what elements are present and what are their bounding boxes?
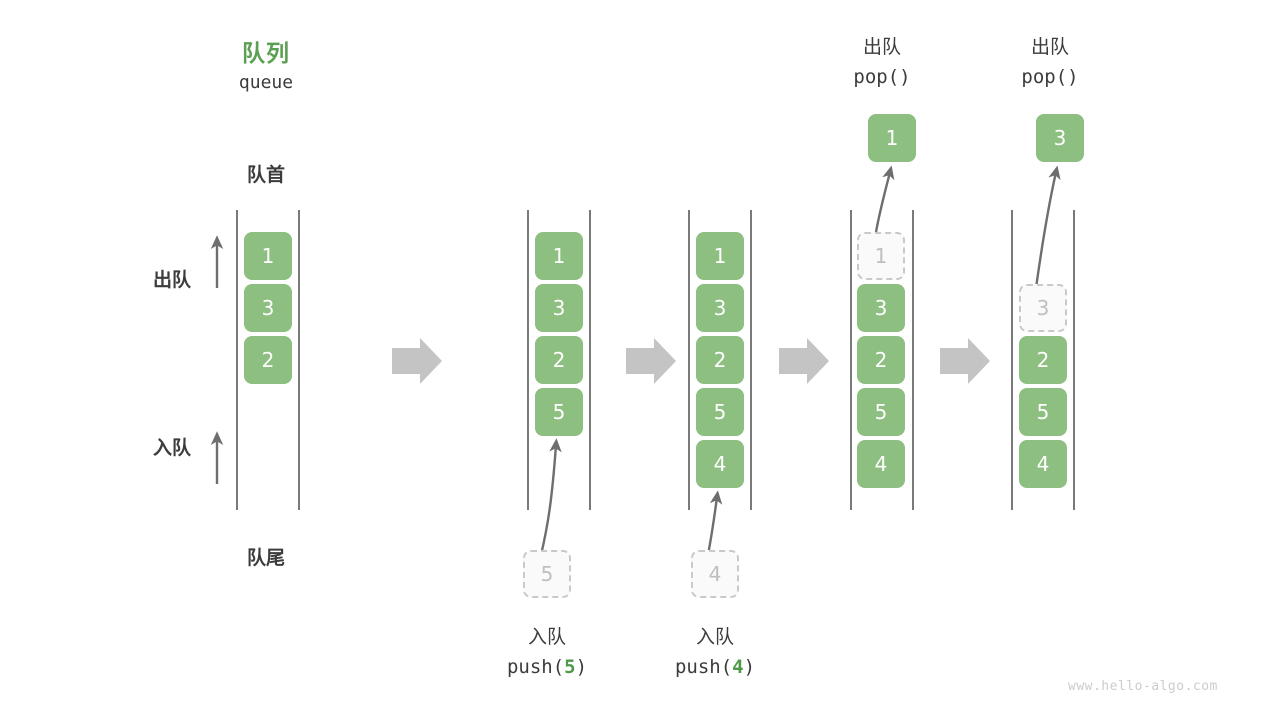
queue-cell: 2	[1019, 336, 1067, 384]
queue-rails-stage-2	[527, 210, 591, 510]
outgoing-ghost-cell-stage-5: 3	[1019, 284, 1067, 332]
page-title: 队列	[242, 41, 290, 67]
push-code-suffix: )	[743, 656, 756, 678]
queue-rails-stage-1	[236, 210, 300, 510]
queue-cell: 5	[1019, 388, 1067, 436]
pop-code-prefix: pop(	[853, 66, 900, 88]
watermark: www.hello-algo.com	[1068, 679, 1218, 694]
pop-arrow-stage-4	[874, 165, 895, 233]
stage-separator-arrow-1	[392, 338, 442, 384]
queue-rails-stage-5	[1011, 210, 1075, 510]
queue-cell: 2	[244, 336, 292, 384]
push-code-arg: 5	[564, 656, 576, 678]
page-title-en: queue	[238, 72, 294, 93]
stage-separator-arrow-4	[940, 338, 990, 384]
push-code-prefix: push(	[674, 656, 733, 678]
queue-cell: 4	[1019, 440, 1067, 488]
push-arrow-stage-3	[706, 490, 723, 556]
push-op-code-stage-2: push(5)	[487, 656, 607, 678]
queue-cell: 2	[535, 336, 583, 384]
queue-cell: 3	[535, 284, 583, 332]
pop-code-prefix: pop(	[1021, 66, 1068, 88]
queue-cell-new: 4	[696, 440, 744, 488]
stage-separator-arrow-2	[626, 338, 676, 384]
push-code-prefix: push(	[506, 656, 565, 678]
queue-cell: 2	[857, 336, 905, 384]
queue-cell-new: 5	[535, 388, 583, 436]
incoming-ghost-cell-stage-3: 4	[691, 550, 739, 598]
push-op-label-stage-2: 入队	[527, 626, 566, 648]
push-op-code-stage-3: push(4)	[655, 656, 775, 678]
outgoing-ghost-cell-stage-4: 1	[857, 232, 905, 280]
queue-rear-label: 队尾	[246, 547, 285, 569]
push-arrow-stage-2	[539, 438, 562, 556]
enqueue-legend-label: 入队	[152, 437, 191, 459]
pop-code-suffix: )	[899, 66, 911, 88]
queue-cell: 5	[696, 388, 744, 436]
queue-cell: 4	[857, 440, 905, 488]
pop-arrow-stage-5	[1034, 165, 1061, 289]
stage-separator-arrow-3	[779, 338, 829, 384]
queue-rails-stage-4	[850, 210, 914, 510]
pop-code-suffix: )	[1067, 66, 1079, 88]
pop-op-label-stage-4: 出队	[862, 36, 901, 58]
pop-op-code-stage-4: pop()	[822, 66, 942, 88]
pop-op-code-stage-5: pop()	[990, 66, 1110, 88]
queue-cell: 1	[244, 232, 292, 280]
popped-cell-stage-5: 3	[1036, 114, 1084, 162]
queue-cell: 3	[857, 284, 905, 332]
queue-cell: 3	[244, 284, 292, 332]
push-code-suffix: )	[575, 656, 588, 678]
queue-cell: 1	[696, 232, 744, 280]
queue-cell: 2	[696, 336, 744, 384]
incoming-ghost-cell-stage-2: 5	[523, 550, 571, 598]
dequeue-legend-label: 出队	[152, 269, 191, 291]
push-op-label-stage-3: 入队	[695, 626, 734, 648]
queue-front-label: 队首	[246, 164, 285, 186]
queue-rails-stage-3	[688, 210, 752, 510]
queue-cell: 3	[696, 284, 744, 332]
pop-op-label-stage-5: 出队	[1030, 36, 1069, 58]
queue-cell: 5	[857, 388, 905, 436]
popped-cell-stage-4: 1	[868, 114, 916, 162]
push-code-arg: 4	[732, 656, 744, 678]
queue-cell: 1	[535, 232, 583, 280]
